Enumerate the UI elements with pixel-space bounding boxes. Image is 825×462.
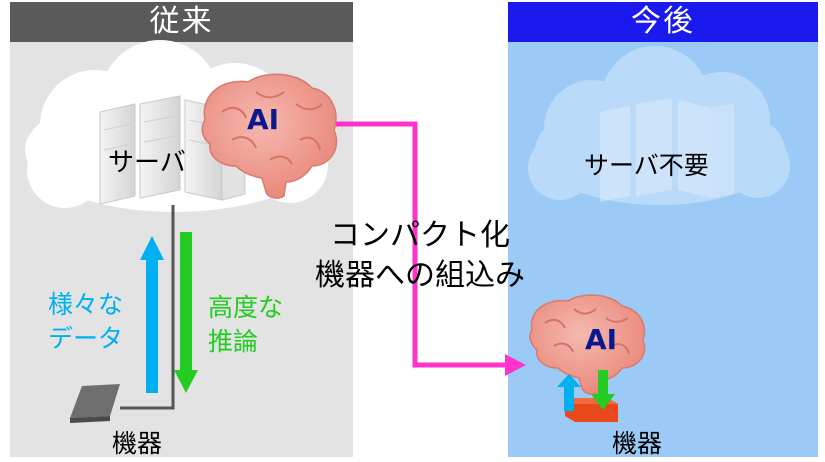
after-header: 今後 [508,2,818,42]
after-server-rack-icon [600,98,734,202]
inference-label-line2: 推論 [208,327,259,356]
after-brain-icon [529,294,646,395]
inference-down-arrow [174,232,198,393]
after-server-label: サーバ不要 [584,151,709,180]
transition-label-line1: コンパクト化 [330,218,510,253]
before-header: 従来 [10,2,353,42]
data-label-line1: 様々な [48,290,124,319]
transition-label-line2: 機器への組込み [315,258,525,293]
after-ai-label: AI [585,323,618,356]
transition-label: コンパクト化 機器への組込み [286,216,554,296]
inference-label: 高度な 推論 [208,291,283,359]
before-device-label: 機器 [112,429,163,458]
after-device-label: 機器 [612,429,663,458]
before-server-label: サーバ [108,148,186,178]
before-device-icon [70,384,120,423]
after-inference-down-arrow [591,370,615,410]
data-label-line2: データ [48,324,124,353]
data-up-arrow [140,236,164,393]
before-brain-icon [201,73,338,199]
transition-arrow [336,121,526,376]
connection-line [120,205,175,410]
after-cloud-icon [528,46,790,205]
inference-label-line1: 高度な [208,293,284,322]
after-data-up-arrow [557,374,581,411]
data-label: 様々な データ [48,288,123,356]
before-ai-label: AI [247,103,280,136]
